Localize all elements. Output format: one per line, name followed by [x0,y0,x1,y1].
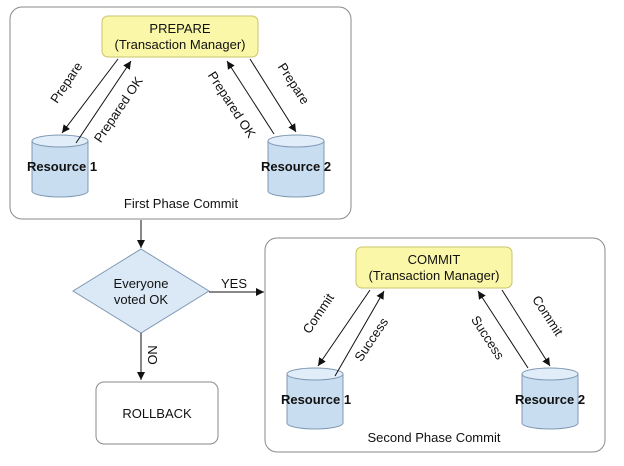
decision-line1: Everyone [114,276,169,291]
phase1-resource2-cylinder-top [267,134,325,148]
phase2-arrow-commit-left [317,289,371,367]
phase1-arrow-prepared-ok-right [226,60,275,135]
phase2-arrow-commit-right [501,289,551,367]
rollback-label: ROLLBACK [122,406,192,421]
phase2-manager-subtitle: (Transaction Manager) [368,268,499,283]
decision-line2: voted OK [114,292,169,307]
decision-diamond [72,248,210,334]
phase2-resource2: Resource 2 [515,367,585,430]
phase2-resource2-cylinder [521,373,579,430]
phase2-frame [264,237,606,453]
phase1-arrow-prepared-ok-left [75,60,132,144]
phase1-resource2-label: Resource 2 [261,159,331,174]
phase2-resource1-cylinder [286,373,344,430]
decision-no-label: NO [145,345,160,365]
phase1-resource1: Resource 1 [27,134,97,198]
phase2-resource1: Resource 1 [281,367,351,430]
phase1-manager-title: PREPARE [149,21,210,36]
decision-yes-label: YES [221,276,247,291]
phase2-arrow-success-right [477,290,529,369]
phase1-manager-box [101,15,259,58]
phase1-resource1-label: Resource 1 [27,159,97,174]
phase1-resource1-cylinder [31,140,89,198]
phase1-manager: PREPARE (Transaction Manager) [101,15,259,58]
phase2-resource2-cylinder-top [521,367,579,381]
phase1-arrow-prepare-left [61,58,119,134]
phase2-resource1-cylinder-top [286,367,344,381]
phase1-caption: First Phase Commit [124,196,239,211]
phase2-manager: COMMIT (Transaction Manager) [355,246,513,289]
decision-node: Everyone voted OK [72,248,210,334]
phase1-resource2-cylinder [267,140,325,198]
phase2-caption: Second Phase Commit [368,430,501,445]
phase2-resource2-label: Resource 2 [515,392,585,407]
phase2-arrow-success-left [334,290,385,377]
phase2-manager-title: COMMIT [408,252,461,267]
phase1-frame [9,6,352,220]
phase2-manager-box [355,246,513,289]
rollback-box [95,381,219,445]
phase2-resource1-label: Resource 1 [281,392,351,407]
phase1-resource1-cylinder-top [31,134,89,148]
phase1-manager-subtitle: (Transaction Manager) [114,37,245,52]
phase1-arrow-prepare-right [249,58,297,133]
phase1-resource2: Resource 2 [261,134,331,198]
